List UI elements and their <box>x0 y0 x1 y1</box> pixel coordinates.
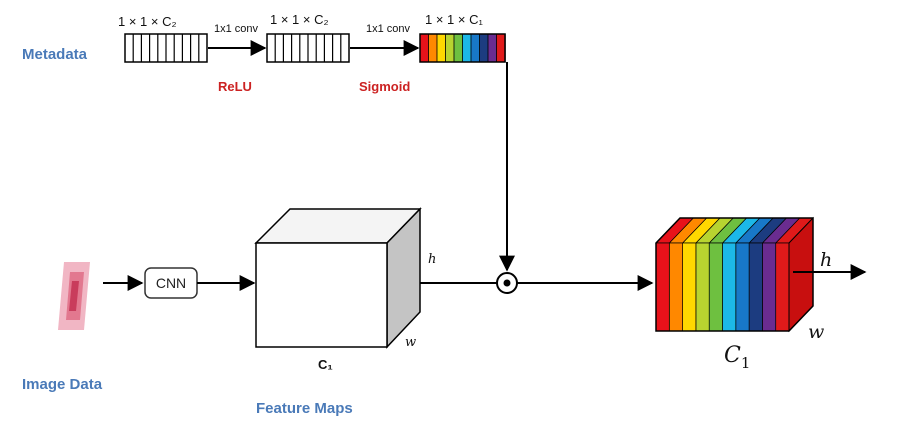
attention-cell <box>436 33 447 63</box>
vector-2-dim: 1 × 1 × C₂ <box>270 12 329 27</box>
attention-cell <box>470 33 481 63</box>
output-slice <box>775 242 790 332</box>
output-slice <box>735 242 750 332</box>
attention-cell <box>462 33 472 63</box>
attention-cell <box>419 33 430 63</box>
output-outline <box>655 217 814 332</box>
output-c-label: C1 <box>724 343 750 372</box>
vector-3-dim: 1 × 1 × C₁ <box>425 12 483 27</box>
conv-2-label: 1x1 conv <box>366 23 411 35</box>
relu-label: ReLU <box>218 79 252 94</box>
feature-h-label: h <box>428 252 436 267</box>
metadata-label: Metadata <box>22 46 88 63</box>
vector-1 <box>124 33 208 63</box>
output-h-label: h <box>820 249 832 271</box>
attention-cell <box>428 33 438 63</box>
attention-cell <box>445 33 455 63</box>
feature-c-label: C₁ <box>318 357 333 372</box>
cnn-label: CNN <box>156 275 186 291</box>
image-data-label: Image Data <box>22 376 103 393</box>
output-slice <box>722 242 737 332</box>
image-input-icon <box>58 262 90 330</box>
attention-cell <box>453 33 464 63</box>
output-w-label: w <box>808 321 824 343</box>
attention-cell <box>496 33 506 63</box>
output-slice <box>762 242 777 332</box>
output-slice <box>682 242 697 332</box>
conv-1-label: 1x1 conv <box>214 23 259 35</box>
circle-dot-icon <box>496 272 518 294</box>
output-slice <box>748 242 763 332</box>
vector-2 <box>266 33 350 63</box>
cnn-block: CNN <box>144 267 198 299</box>
output-slice <box>655 242 670 332</box>
feature-w-label: w <box>405 335 416 350</box>
output-cube <box>655 216 814 333</box>
output-slice <box>708 242 723 332</box>
output-slice <box>695 242 710 332</box>
feature-maps-cube <box>254 207 422 349</box>
attention-cell <box>487 33 498 63</box>
feature-maps-label: Feature Maps <box>256 400 353 417</box>
sigmoid-label: Sigmoid <box>359 79 410 94</box>
vector-3-attention <box>419 33 506 63</box>
output-slice <box>668 242 683 332</box>
vector-1-dim: 1 × 1 × C₂ <box>118 14 177 29</box>
attention-cell <box>479 33 489 63</box>
